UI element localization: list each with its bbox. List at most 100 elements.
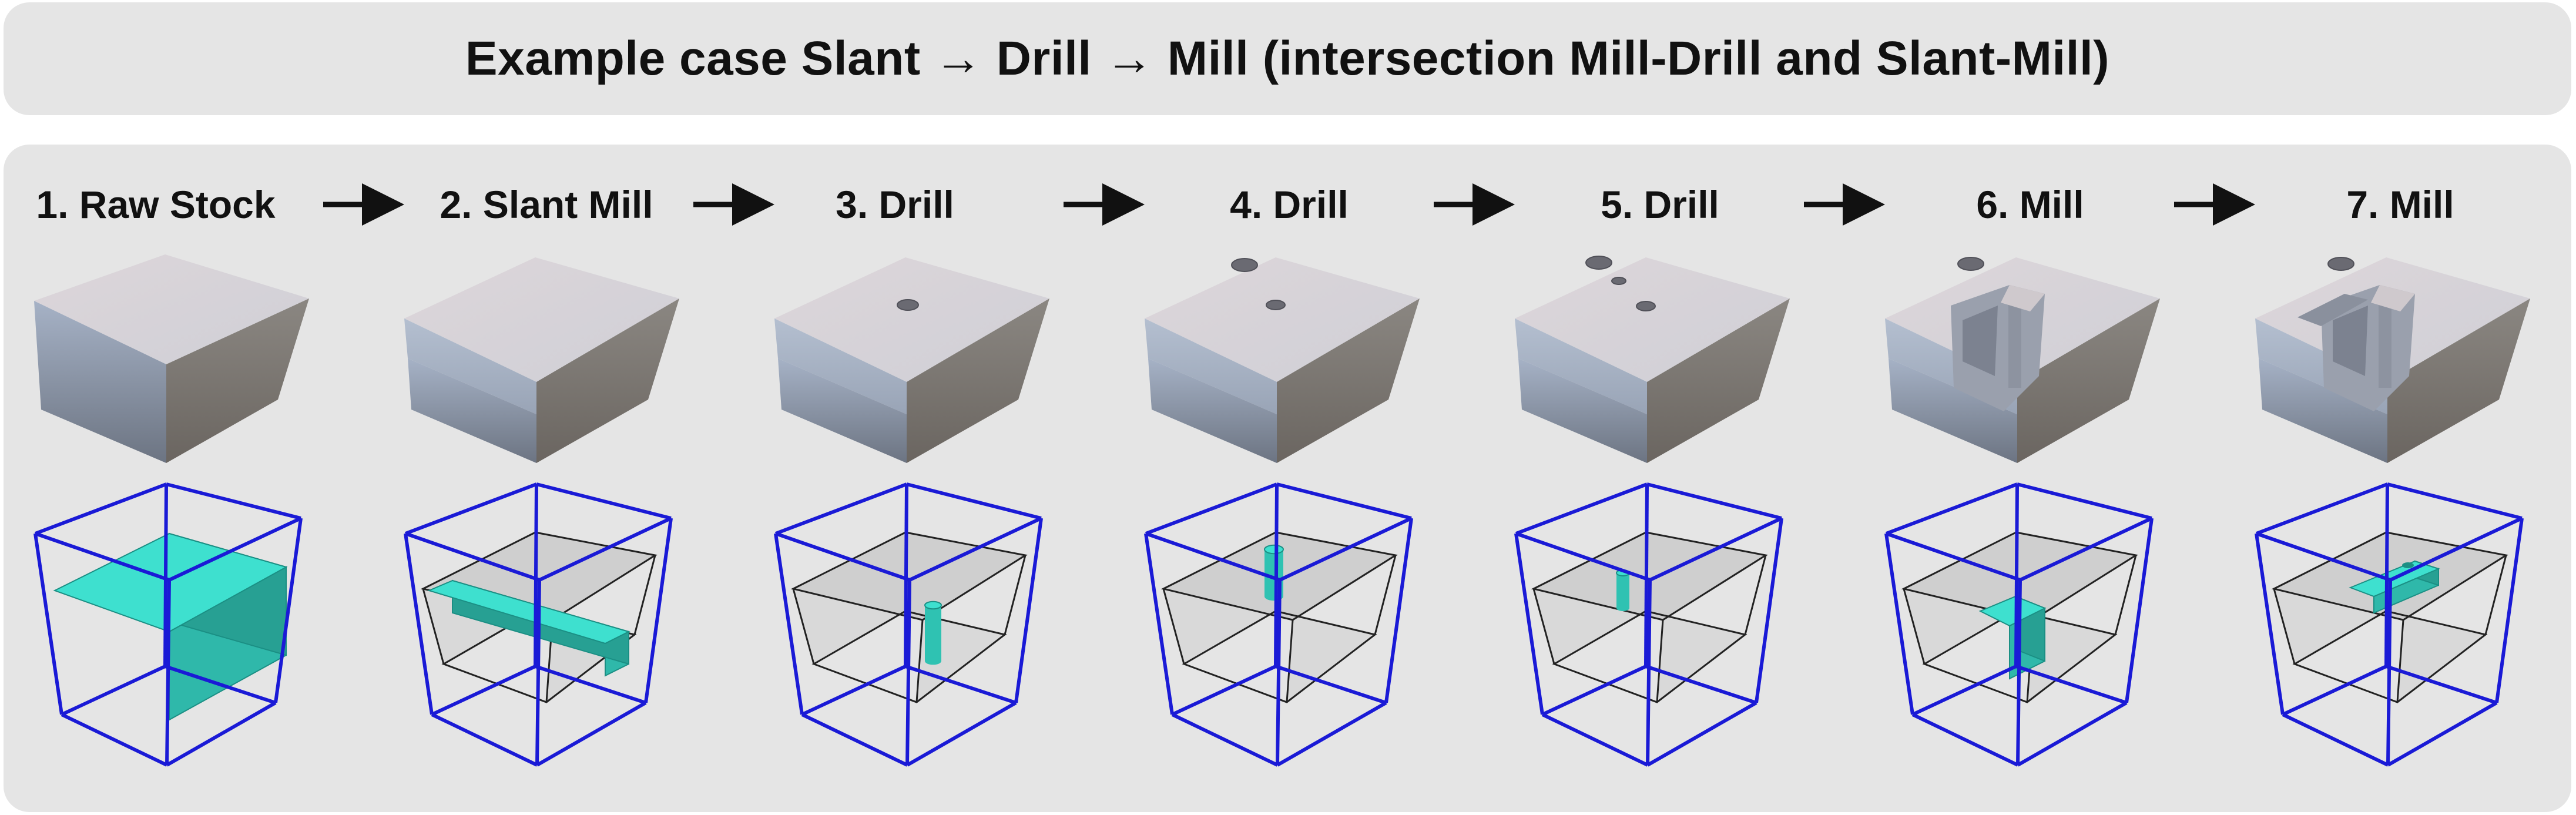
stock-box-edge <box>1903 588 1926 665</box>
bbox-edge <box>2256 532 2391 582</box>
bbox-edge <box>1514 533 1544 715</box>
bbox-edge <box>1384 518 1413 703</box>
step-label-6: 6. Mill <box>1976 183 2084 226</box>
bbox-edge <box>1644 484 1649 667</box>
bbox-edge <box>1646 579 1652 766</box>
bbox-edge <box>1646 482 1782 520</box>
stock-box-edge <box>2396 619 2404 703</box>
bbox-edge <box>2495 518 2524 703</box>
bbox-edge <box>2282 665 2387 716</box>
stock-model-1 <box>34 254 309 463</box>
bbox-edge <box>536 701 647 767</box>
bbox-edge <box>1145 482 1278 535</box>
bbox-edge <box>1755 518 1783 703</box>
bbox-edge <box>2282 713 2389 767</box>
bbox-edge <box>274 518 303 703</box>
bbox-edge <box>1276 482 1412 520</box>
bbox-edge <box>33 533 63 715</box>
bbox-edge <box>166 701 277 767</box>
stock-box-edge <box>1374 555 1397 635</box>
stock-model-6 <box>1885 257 2160 463</box>
drill-hole <box>1266 300 1286 310</box>
bbox-edge <box>2384 484 2389 667</box>
drill-hole <box>1636 301 1656 311</box>
stock-box-edge <box>1162 588 1185 665</box>
bbox-edge <box>61 665 166 716</box>
mill-pocket-wall <box>2333 306 2368 376</box>
bbox-edge <box>35 532 170 582</box>
bbox-edge <box>1171 665 1277 716</box>
bbox-edge <box>1541 665 1647 716</box>
bbox-edge <box>61 713 168 767</box>
mill-volume-hole <box>2402 562 2414 568</box>
bbox-edge <box>404 533 434 715</box>
bbox-edge <box>2015 665 2127 705</box>
volume-view-1 <box>33 482 303 767</box>
stock-front-face <box>2259 358 2387 463</box>
step-label-4: 4. Drill <box>1230 183 1349 226</box>
bbox-edge <box>644 518 673 703</box>
bbox-edge <box>2386 665 2497 705</box>
volume-view-3 <box>774 482 1043 767</box>
bbox-edge <box>404 482 538 535</box>
mill-slot <box>2297 294 2368 326</box>
bbox-edge <box>905 665 1017 705</box>
bbox-edge <box>1515 532 1651 582</box>
stock-side-face <box>1647 299 1790 463</box>
stock-front-face <box>778 358 907 463</box>
stock-box-edge <box>1004 555 1027 635</box>
bbox-edge <box>431 665 536 716</box>
bbox-edge <box>534 484 538 667</box>
slant-bevel-face <box>774 318 907 414</box>
step-label-7: 7. Mill <box>2346 183 2454 226</box>
bbox-edge <box>2255 533 2285 715</box>
bbox-edge <box>1885 482 2018 535</box>
stock-model-4 <box>1145 257 1420 463</box>
stock-model-2 <box>404 257 679 463</box>
bbox-edge <box>1279 516 1413 582</box>
bbox-edge <box>168 516 302 582</box>
bbox-edge <box>906 482 1042 520</box>
stock-front-face <box>34 301 166 463</box>
bbox-edge <box>1649 516 1783 582</box>
drill-hole <box>2327 257 2354 271</box>
step-label-5: 5. Drill <box>1601 183 1719 226</box>
bbox-edge <box>908 516 1042 582</box>
bbox-edge <box>535 579 541 766</box>
bbox-edge <box>1276 579 1282 766</box>
stock-box-edge <box>1744 555 1767 635</box>
drill-volume-cap <box>924 601 942 610</box>
slant-bevel-face <box>1145 318 1277 414</box>
bbox-edge <box>538 516 672 582</box>
bbox-edge <box>1014 518 1043 703</box>
volume-view-4 <box>1144 482 1413 767</box>
bbox-edge <box>1515 482 1648 535</box>
stock-model-7 <box>2255 257 2530 463</box>
stock-box-edge <box>2484 555 2507 635</box>
slant-bevel-face <box>404 318 536 414</box>
stock-side-face <box>166 299 309 463</box>
pocket-ledge <box>2001 285 2045 311</box>
bbox-edge <box>535 665 646 705</box>
bbox-edge <box>774 482 908 535</box>
bbox-edge <box>1171 713 1279 767</box>
bbox-edge <box>163 484 168 667</box>
bbox-edge <box>1645 665 1757 705</box>
stock-box-edge <box>2114 555 2137 635</box>
bbox-edge <box>774 533 804 715</box>
bbox-edge <box>405 532 540 582</box>
bbox-edge <box>165 665 276 705</box>
volume-view-7 <box>2255 482 2524 767</box>
drill-hole <box>1611 277 1626 285</box>
title-banner: Example case Slant → Drill → Mill (inter… <box>4 2 2571 115</box>
mill-pocket-wall <box>1963 306 1998 376</box>
bbox-edge <box>1541 713 1649 767</box>
volume-view-2 <box>404 482 673 767</box>
volume-view-5 <box>1514 482 1783 767</box>
mill-volume-top <box>1978 595 2047 627</box>
stock-side-face <box>536 299 679 463</box>
bbox-edge <box>431 713 538 767</box>
bbox-edge <box>2387 482 2523 520</box>
bbox-edge <box>801 665 907 716</box>
